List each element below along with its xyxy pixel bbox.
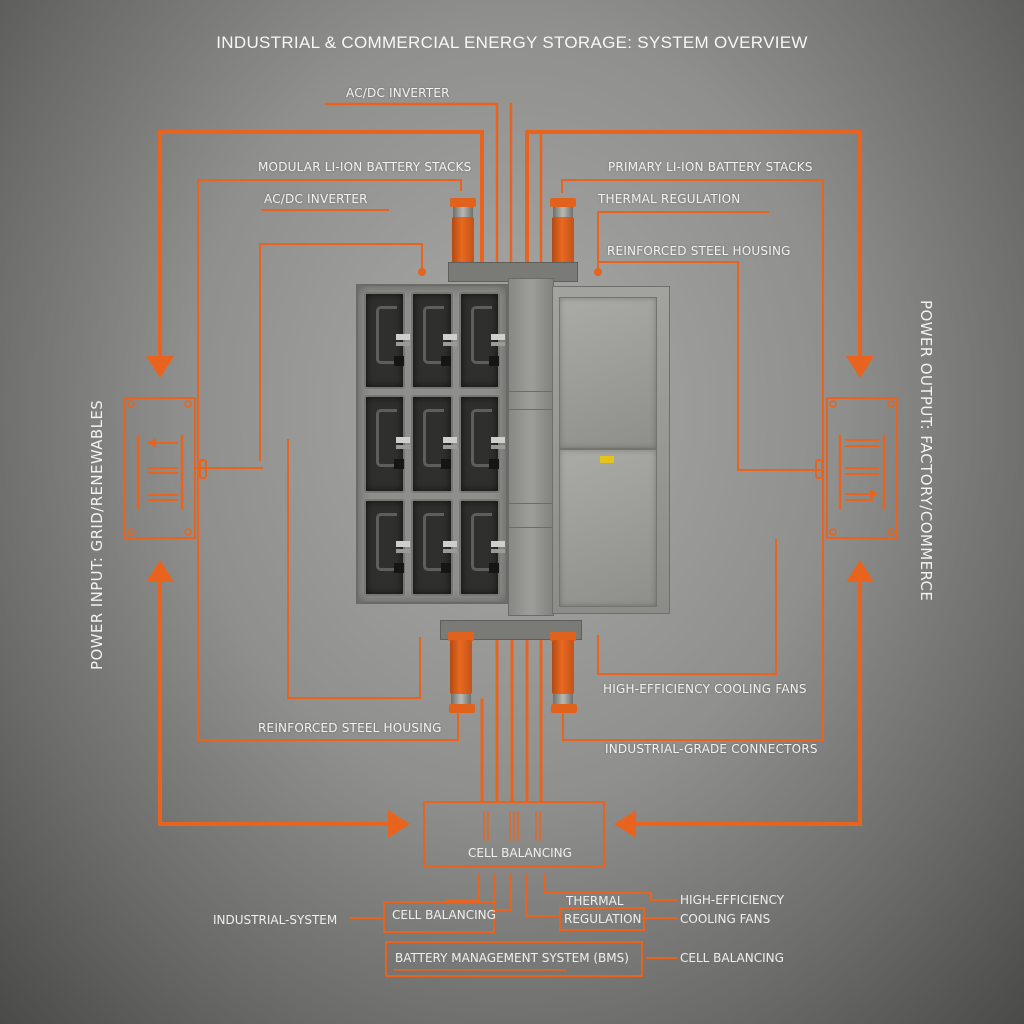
cabinet-door-lower xyxy=(559,449,657,607)
battery-module xyxy=(411,292,458,390)
battery-module xyxy=(364,292,410,390)
label-thermal-regulation: THERMAL REGULATION xyxy=(598,192,741,206)
label-primary-battery-stacks: PRIMARY LI-ION BATTERY STACKS xyxy=(608,160,813,174)
up-arrow-left xyxy=(146,560,174,582)
output-panel-frame xyxy=(826,397,898,539)
label-ac-dc-inverter-top: AC/DC INVERTER xyxy=(346,86,450,100)
battery-module xyxy=(458,292,505,390)
terminal-ring xyxy=(553,694,573,704)
steel-side-panel xyxy=(508,278,554,616)
down-arrow-left xyxy=(146,356,174,378)
battery-storage-unit xyxy=(356,278,670,616)
right-arrow-to-hub xyxy=(388,810,410,838)
bms-cell-balancing-label: CELL BALANCING xyxy=(680,951,784,965)
up-arrow-right xyxy=(846,560,874,582)
terminal-cap xyxy=(550,198,576,207)
high-efficiency-label: HIGH-EFFICIENCY xyxy=(680,893,785,907)
bms-hub-box xyxy=(423,801,605,867)
terminal-post-bottom-left xyxy=(450,640,472,694)
regulation-label: REGULATION xyxy=(564,912,642,926)
cabinet-door-upper xyxy=(559,297,657,449)
warning-label-icon xyxy=(600,456,614,463)
down-arrow-right xyxy=(846,356,874,378)
terminal-ring xyxy=(451,694,471,704)
bottom-connector-block xyxy=(440,620,582,640)
bolt-icon xyxy=(418,268,426,276)
terminal-post-bottom-right xyxy=(552,640,574,694)
terminal-cap xyxy=(448,632,474,641)
label-reinforced-housing-top: REINFORCED STEEL HOUSING xyxy=(607,244,791,258)
bms-label: BATTERY MANAGEMENT SYSTEM (BMS) xyxy=(395,951,629,965)
output-flow-line xyxy=(525,130,862,362)
cell-balancing-label: CELL BALANCING xyxy=(392,908,496,922)
terminal-cap xyxy=(449,704,475,713)
terminal-cap xyxy=(551,704,577,713)
battery-module xyxy=(364,395,410,493)
label-modular-battery-stacks: MODULAR LI-ION BATTERY STACKS xyxy=(258,160,472,174)
power-output-label: POWER OUTPUT: FACTORY/COMMERCE xyxy=(917,300,935,602)
industrial-system-label: INDUSTRIAL-SYSTEM xyxy=(213,913,338,927)
terminal-cap xyxy=(450,198,476,207)
label-reinforced-housing-bottom: REINFORCED STEEL HOUSING xyxy=(258,721,442,735)
terminal-post-right xyxy=(552,217,574,263)
page-title: INDUSTRIAL & COMMERCIAL ENERGY STORAGE: … xyxy=(216,33,808,52)
terminal-cap xyxy=(550,632,576,641)
left-arrow-to-hub xyxy=(614,810,636,838)
hub-cell-balancing-label: CELL BALANCING xyxy=(468,846,572,860)
label-cooling-fans: HIGH-EFFICIENCY COOLING FANS xyxy=(603,682,807,696)
cooling-fans-label: COOLING FANS xyxy=(680,912,771,926)
battery-module xyxy=(411,498,458,596)
regulation-box xyxy=(559,907,645,931)
battery-module xyxy=(411,395,458,493)
terminal-post-left xyxy=(452,217,474,263)
cell-balancing-box xyxy=(383,901,495,933)
bolt-icon xyxy=(594,268,602,276)
battery-module-grid xyxy=(356,284,508,604)
input-panel-frame xyxy=(124,397,196,539)
steel-cabinet xyxy=(552,286,670,614)
terminal-ring xyxy=(553,207,573,217)
terminal-ring xyxy=(453,207,473,217)
battery-module xyxy=(458,498,505,596)
battery-module xyxy=(458,395,505,493)
bms-box xyxy=(385,941,643,977)
battery-module xyxy=(364,498,410,596)
power-input-label: POWER INPUT: GRID/RENEWABLES xyxy=(88,399,106,670)
thermal-label: THERMAL xyxy=(566,894,624,908)
label-industrial-connectors: INDUSTRIAL-GRADE CONNECTORS xyxy=(605,742,818,756)
label-ac-dc-inverter-left: AC/DC INVERTER xyxy=(264,192,368,206)
